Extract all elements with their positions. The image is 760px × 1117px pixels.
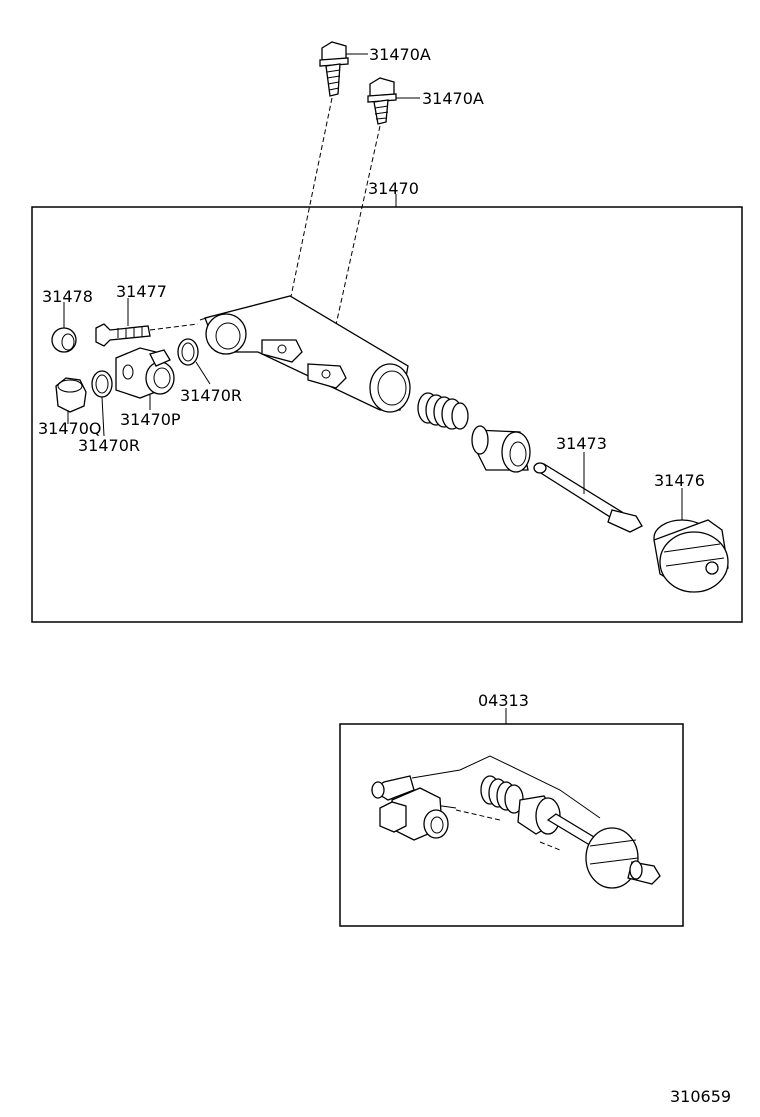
- label-31477: 31477: [116, 282, 167, 301]
- label-31470r-left: 31470R: [78, 436, 140, 455]
- plug-31478: [51, 327, 77, 353]
- push-rod-31473: [533, 462, 643, 533]
- label-31470q: 31470Q: [38, 419, 102, 438]
- label-31476: 31476: [654, 471, 705, 490]
- figure-number: 310659: [670, 1087, 731, 1106]
- label-31470r-right: 31470R: [180, 386, 242, 405]
- union-plug-31470q: [55, 377, 87, 413]
- label-31470-assembly: 31470: [368, 179, 419, 198]
- clutch-cylinder-body: [199, 295, 411, 413]
- union-31470p: [115, 347, 175, 399]
- bolt-31470a-lower: [367, 77, 397, 125]
- label-31470a-upper: 31470A: [369, 45, 431, 64]
- kit-contents-illustration: [370, 755, 661, 889]
- bolt-31470a-upper: [319, 41, 349, 97]
- label-31470a-lower: 31470A: [422, 89, 484, 108]
- boot-31476: [653, 519, 729, 593]
- label-31470p: 31470P: [120, 410, 181, 429]
- assembly-box-31470: [31, 206, 743, 623]
- label-31478: 31478: [42, 287, 93, 306]
- gasket-31470r-right: [177, 338, 199, 366]
- bleeder-31477: [95, 323, 151, 347]
- piston: [471, 425, 531, 473]
- spring: [417, 392, 469, 430]
- label-31473: 31473: [556, 434, 607, 453]
- kit-box-04313: [339, 723, 684, 927]
- gasket-31470r-left: [91, 370, 113, 398]
- label-04313: 04313: [478, 691, 529, 710]
